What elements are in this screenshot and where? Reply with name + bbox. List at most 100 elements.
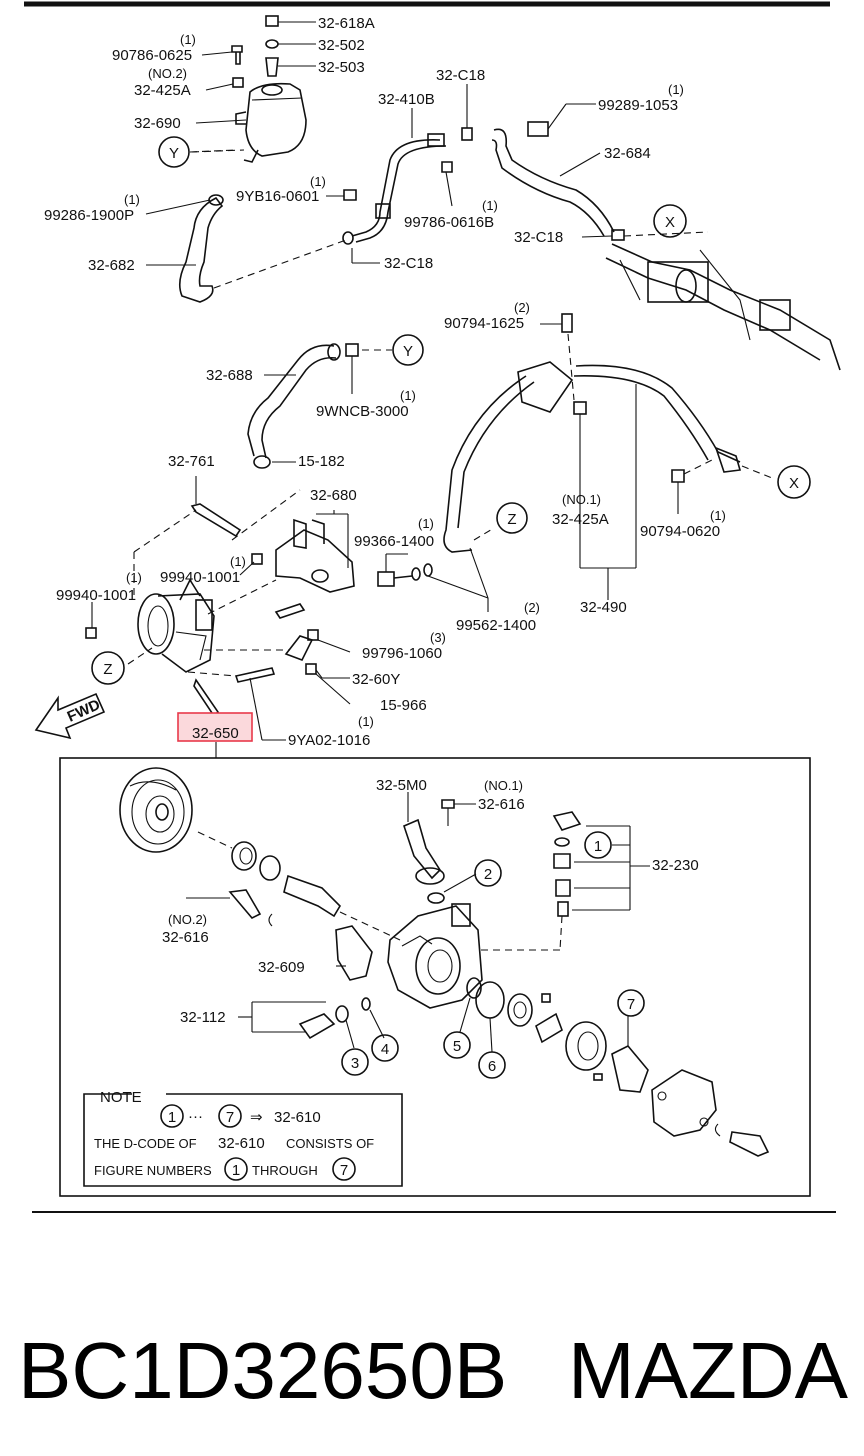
exploded-frame <box>59 757 811 1197</box>
label-32-609: 32-609 <box>258 959 305 976</box>
note-line2-c: CONSISTS OF <box>286 1136 374 1151</box>
label-32-410B: 32-410B <box>378 91 435 108</box>
label-32-230: 32-230 <box>652 857 699 874</box>
hose-32-682 <box>145 194 224 303</box>
part-number: BC1D32650B <box>18 1326 507 1415</box>
label-32-684: 32-684 <box>604 145 651 162</box>
svg-text:X: X <box>789 475 799 492</box>
bolts-99940 <box>85 553 263 639</box>
pipe-32-5M0 <box>403 792 477 904</box>
label-32-618A: 32-618A <box>318 15 375 32</box>
label-9WNCB-3000: 9WNCB-3000 <box>316 403 409 420</box>
label-15-966: 15-966 <box>380 697 427 714</box>
label-32-690: 32-690 <box>134 115 181 132</box>
svg-text:6: 6 <box>488 1058 496 1075</box>
label-qty: (2) <box>514 300 530 315</box>
note-range-from: 1 <box>168 1109 176 1126</box>
label-32-60Y: 32-60Y <box>352 671 400 688</box>
note-line3-c: THROUGH <box>252 1163 318 1178</box>
highlight-box <box>177 712 253 742</box>
hose-32-688 <box>247 343 359 469</box>
ref-circle-z: Z <box>91 651 125 685</box>
svg-text:1: 1 <box>594 838 602 855</box>
label-9YA02-1016: 9YA02-1016 <box>288 732 370 749</box>
note-line3-a: FIGURE NUMBERS <box>94 1163 212 1178</box>
label-32-425A: 32-425A <box>552 511 609 528</box>
label-32-503: 32-503 <box>318 59 365 76</box>
bolt-9YB16 <box>326 189 357 201</box>
label-qty: (1) <box>180 32 196 47</box>
svg-text:Y: Y <box>403 343 413 360</box>
label-90794-0620: 90794-0620 <box>640 523 720 540</box>
circle-references: Y Y X X Z Z 1 2 <box>91 136 811 1079</box>
ref-circle-1: 1 <box>584 831 612 859</box>
label-qty: (1) <box>668 82 684 97</box>
label-32-C18: 32-C18 <box>384 255 433 272</box>
label-9YB16-0601: 9YB16-0601 <box>236 188 319 205</box>
bolt-32-616-no2 <box>186 889 273 927</box>
note-range-to: 7 <box>226 1109 234 1126</box>
label-qty: (1) <box>400 388 416 403</box>
note-line2-b: 32-610 <box>218 1135 265 1152</box>
ref-circle-x: X <box>653 204 687 238</box>
svg-text:3: 3 <box>351 1055 359 1072</box>
label-qty: (1) <box>418 516 434 531</box>
svg-text:Y: Y <box>169 145 179 162</box>
steering-rack <box>605 243 841 371</box>
label-32-502: 32-502 <box>318 37 365 54</box>
reservoir-cap <box>265 15 316 77</box>
svg-text:5: 5 <box>453 1038 461 1055</box>
note-range-part: 32-610 <box>274 1109 321 1126</box>
ref-circle-2: 2 <box>474 859 502 887</box>
label-32-680: 32-680 <box>310 487 357 504</box>
note-range-dots: ··· <box>188 1108 203 1125</box>
label-99796-1060: 99796-1060 <box>362 645 442 662</box>
label-qty: (3) <box>430 630 446 645</box>
label-15-182: 15-182 <box>298 453 345 470</box>
reservoir-bolt <box>195 45 247 124</box>
pipe-32-410B <box>351 108 447 243</box>
label-qty: (1) <box>126 570 142 585</box>
note-title: NOTE <box>100 1089 142 1106</box>
label-99562-1400: 99562-1400 <box>456 617 536 634</box>
label-99786-0616B: 99786-0616B <box>404 214 494 231</box>
svg-text:7: 7 <box>627 996 635 1013</box>
label-99940-1001: 99940-1001 <box>160 569 240 586</box>
ref-circle-4: 4 <box>371 1034 399 1062</box>
label-32-616: 32-616 <box>162 929 209 946</box>
label-32-490: 32-490 <box>580 599 627 616</box>
fwd-arrow <box>34 692 106 740</box>
fitting-32-112 <box>238 997 385 1049</box>
ref-circle-x: X <box>777 465 811 499</box>
svg-text:Z: Z <box>507 511 516 528</box>
ref-circle-7: 7 <box>617 989 645 1017</box>
label-qty: (1) <box>482 198 498 213</box>
label-99289-1053: 99289-1053 <box>598 97 678 114</box>
plate-32-609 <box>335 925 373 981</box>
label-qty: (1) <box>358 714 374 729</box>
label-no2: (NO.2) <box>148 66 187 81</box>
note-line2-a: THE D-CODE OF <box>94 1136 197 1151</box>
label-qty: (2) <box>524 600 540 615</box>
label-no2: (NO.2) <box>168 912 207 927</box>
note-content: NOTE 1 ··· 7 ⇒ 32-610 THE D-CODE OF 32-6… <box>94 1089 374 1181</box>
valve-stack-32-230 <box>478 811 650 951</box>
ref-circle-z: Z <box>496 502 528 534</box>
label-32-C18: 32-C18 <box>514 229 563 246</box>
label-32-112: 32-112 <box>180 1009 226 1026</box>
note-line3-d: 7 <box>340 1162 348 1179</box>
rear-seals <box>459 977 649 1093</box>
long-bolt-9YA02 <box>234 667 286 741</box>
label-32-425A: 32-425A <box>134 82 191 99</box>
reservoir-tank <box>235 82 307 163</box>
label-32-5M0: 32-5M0 <box>376 777 427 794</box>
label-qty: (1) <box>230 554 246 569</box>
ref-circle-3: 3 <box>341 1048 369 1076</box>
pump-housing <box>387 903 483 1009</box>
pump-assembly-upper <box>137 578 220 718</box>
part-labels: 32-618A 32-502 32-503 (1) 90786-0625 (NO… <box>44 15 726 1026</box>
svg-text:2: 2 <box>484 866 492 883</box>
label-qty: (1) <box>710 508 726 523</box>
label-no1: (NO.1) <box>484 778 523 793</box>
